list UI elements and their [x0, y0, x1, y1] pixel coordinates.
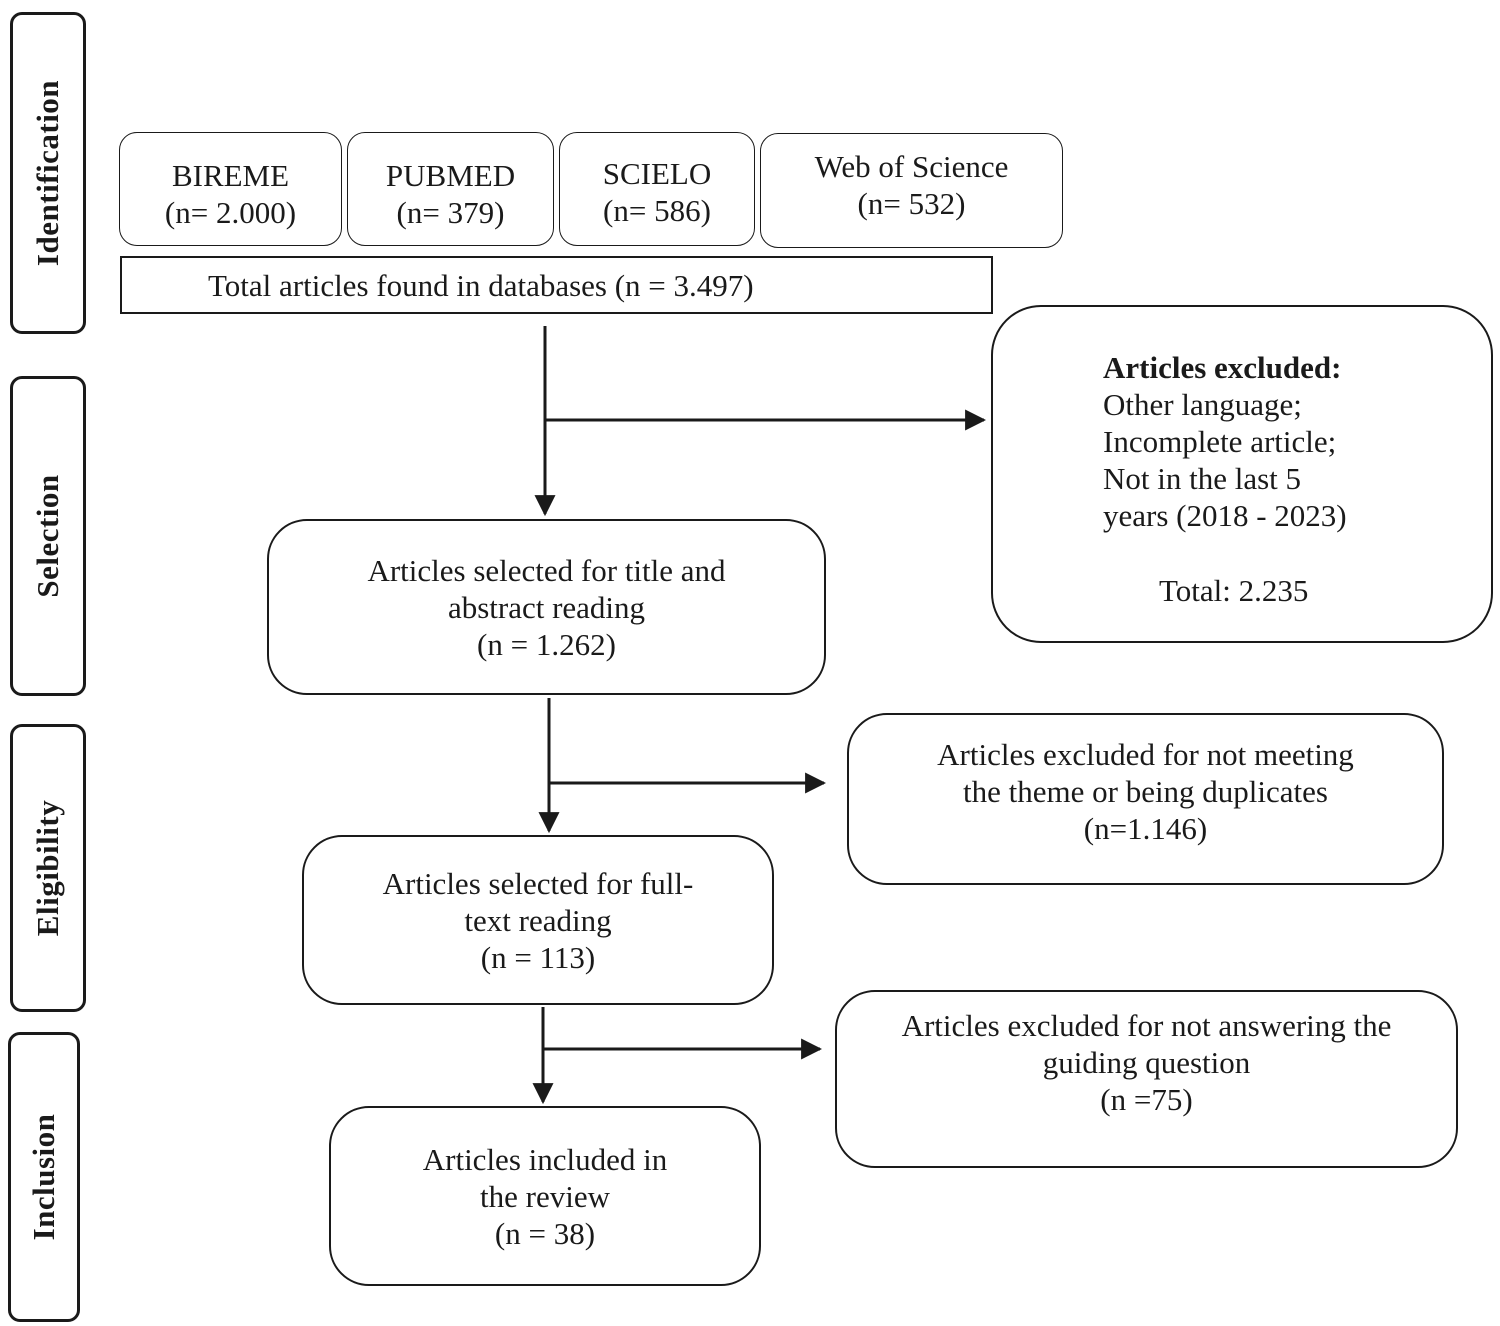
excluded-first-box: Articles excluded: Other language; Incom…	[991, 305, 1493, 643]
box-line: (n = 113)	[480, 939, 596, 975]
stage-selection: Selection	[10, 376, 86, 696]
box-line: Articles selected for full-	[382, 865, 694, 901]
box-line: Articles excluded for not meeting	[937, 736, 1354, 772]
box-line: abstract reading	[447, 589, 646, 625]
included-box: Articles included in the review (n = 38)	[329, 1106, 761, 1286]
database-box-pubmed: PUBMED (n= 379)	[347, 132, 554, 246]
total-found-text: Total articles found in databases (n = 3…	[208, 267, 754, 303]
box-line: Articles selected for title and	[367, 552, 726, 588]
excluded-question-box: Articles excluded for not answering the …	[835, 990, 1458, 1168]
box-line: (n=1.146)	[1083, 810, 1208, 846]
database-name: SCIELO	[602, 156, 712, 191]
excluded-theme-box: Articles excluded for not meeting the th…	[847, 713, 1444, 885]
database-name: PUBMED	[385, 158, 516, 193]
stage-inclusion: Inclusion	[8, 1032, 80, 1322]
box-line: guiding question	[1042, 1044, 1251, 1080]
selected-title-abstract-box: Articles selected for title and abstract…	[267, 519, 826, 695]
box-line: Articles excluded for not answering the	[901, 1007, 1392, 1043]
box-line: text reading	[464, 902, 612, 938]
database-name: BIREME	[171, 158, 290, 193]
database-name: Web of Science	[814, 148, 1009, 184]
box-line: (n =75)	[1100, 1081, 1193, 1117]
selected-full-text-box: Articles selected for full- text reading…	[302, 835, 774, 1005]
stage-identification: Identification	[10, 12, 86, 334]
box-line: (n = 1.262)	[477, 626, 616, 662]
box-line: the review	[480, 1178, 610, 1214]
database-count: (n= 586)	[603, 193, 711, 228]
box-line: the theme or being duplicates	[963, 773, 1328, 809]
excluded-first-line: Other language;	[1103, 387, 1302, 422]
excluded-first-line: Incomplete article;	[1103, 424, 1337, 459]
database-count: (n= 379)	[396, 195, 505, 230]
box-line: Articles included in	[422, 1141, 668, 1177]
stage-eligibility: Eligibility	[10, 724, 86, 1012]
total-found-box: Total articles found in databases (n = 3…	[120, 256, 993, 314]
excluded-first-line: Not in the last 5	[1103, 461, 1302, 496]
database-count: (n= 532)	[857, 185, 966, 221]
database-box-web-of-science: Web of Science (n= 532)	[760, 133, 1063, 248]
excluded-first-heading: Articles excluded:	[1103, 350, 1342, 385]
database-box-bireme: BIREME (n= 2.000)	[119, 132, 342, 246]
excluded-first-line: years (2018 - 2023)	[1103, 498, 1347, 533]
database-box-scielo: SCIELO (n= 586)	[559, 132, 755, 246]
box-line: (n = 38)	[494, 1215, 596, 1251]
excluded-first-total: Total: 2.235	[1159, 573, 1309, 608]
database-count: (n= 2.000)	[164, 195, 297, 230]
